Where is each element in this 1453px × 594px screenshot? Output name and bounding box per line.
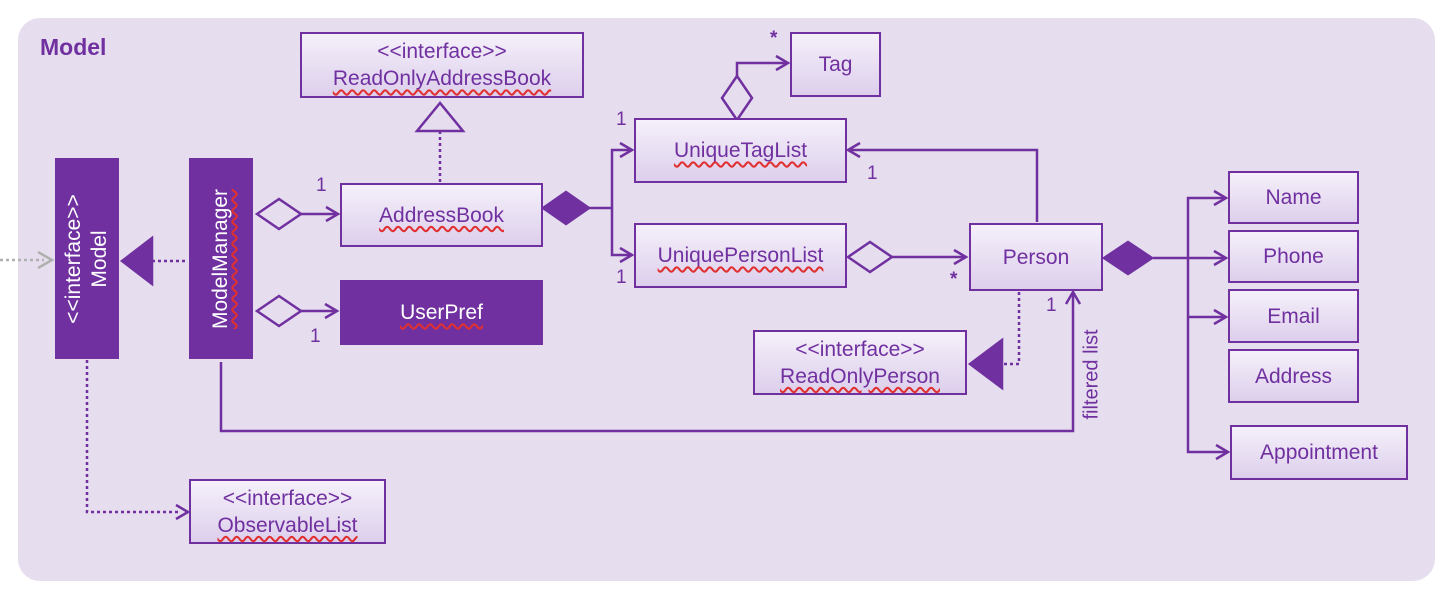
model-realization-arrowhead <box>119 235 154 287</box>
person-multiplicity-many: * <box>950 269 958 290</box>
phone-label: Phone <box>1263 245 1324 268</box>
person-box: Person <box>969 223 1103 291</box>
modelmanager-box: ModelManager <box>189 158 253 359</box>
name-label: Name <box>1265 186 1322 209</box>
filtered-list-association <box>219 292 1075 433</box>
uniquepersonlist-multiplicity: 1 <box>616 267 627 288</box>
readonlyaddressbook-realization-arrowhead <box>414 101 466 133</box>
userpref-aggregation-diamond <box>254 294 304 328</box>
modelmanager-aggregation-diamond <box>254 197 304 231</box>
model-stereotype: <<interface>> <box>62 193 85 324</box>
uniquetaglist-tag-aggregation <box>735 61 788 77</box>
readonlyaddressbook-interface-box: <<interface>> ReadOnlyAddressBook <box>300 32 584 98</box>
model-interface-box: <<interface>> Model <box>55 158 119 359</box>
person-composition-diamond <box>1101 240 1155 276</box>
uniquetaglist-box: UniqueTagList <box>634 118 847 183</box>
uniquepersonlist-name: UniquePersonList <box>657 244 824 267</box>
readonlyperson-interface-box: <<interface>> ReadOnlyPerson <box>753 330 967 395</box>
modelmanager-name: ModelManager <box>209 188 232 329</box>
observablelist-interface-box: <<interface>> ObservableList <box>189 479 386 544</box>
addressbook-multiplicity: 1 <box>316 175 327 196</box>
userpref-name: UserPref <box>400 301 483 324</box>
person-name: Person <box>1002 245 1070 269</box>
phone-box: Phone <box>1228 230 1359 283</box>
uniquepersonlist-box: UniquePersonList <box>634 223 847 288</box>
person-filtered-multiplicity: 1 <box>1046 295 1057 316</box>
observablelist-name: ObservableList <box>217 513 358 537</box>
userpref-box: UserPref <box>340 280 543 345</box>
readonlyperson-name: ReadOnlyPerson <box>780 364 940 388</box>
readonlyaddressbook-stereotype: <<interface>> <box>377 40 507 63</box>
filtered-list-label: filtered list <box>1080 329 1103 420</box>
tag-multiplicity: * <box>770 28 778 49</box>
address-box: Address <box>1228 349 1359 403</box>
addressbook-box: AddressBook <box>340 183 543 247</box>
tag-name: Tag <box>818 53 853 76</box>
person-realization-line <box>1004 292 1021 366</box>
readonlyperson-realization-arrowhead <box>967 337 1004 391</box>
model-observablelist-dependency <box>85 360 180 514</box>
external-dependency-arrowhead <box>37 250 55 270</box>
tag-box: Tag <box>790 32 881 97</box>
name-box: Name <box>1228 171 1359 224</box>
person-uniquetaglist-association <box>848 148 1039 222</box>
addressbook-name: AddressBook <box>379 203 504 227</box>
readonlyaddressbook-name: ReadOnlyAddressBook <box>332 67 552 90</box>
uniquepersonlist-aggregation-diamond <box>845 240 895 274</box>
package-title: Model <box>40 34 107 60</box>
readonlyperson-stereotype: <<interface>> <box>795 337 925 361</box>
uniquetaglist-aggregation-diamond <box>720 73 754 123</box>
model-name: Model <box>88 229 111 288</box>
observablelist-stereotype: <<interface>> <box>222 486 353 510</box>
uniquetaglist-name: UniqueTagList <box>673 139 808 162</box>
observablelist-arrowhead <box>175 503 191 521</box>
appointment-box: Appointment <box>1230 425 1408 480</box>
userpref-multiplicity: 1 <box>310 326 321 347</box>
email-label: Email <box>1267 304 1320 328</box>
appointment-label: Appointment <box>1260 441 1378 464</box>
address-label: Address <box>1254 364 1333 388</box>
uniquetaglist-multiplicity-left: 1 <box>616 109 627 130</box>
addressbook-composition-diamond <box>540 190 592 226</box>
uniquetaglist-multiplicity-right: 1 <box>867 163 878 184</box>
email-box: Email <box>1228 289 1359 343</box>
